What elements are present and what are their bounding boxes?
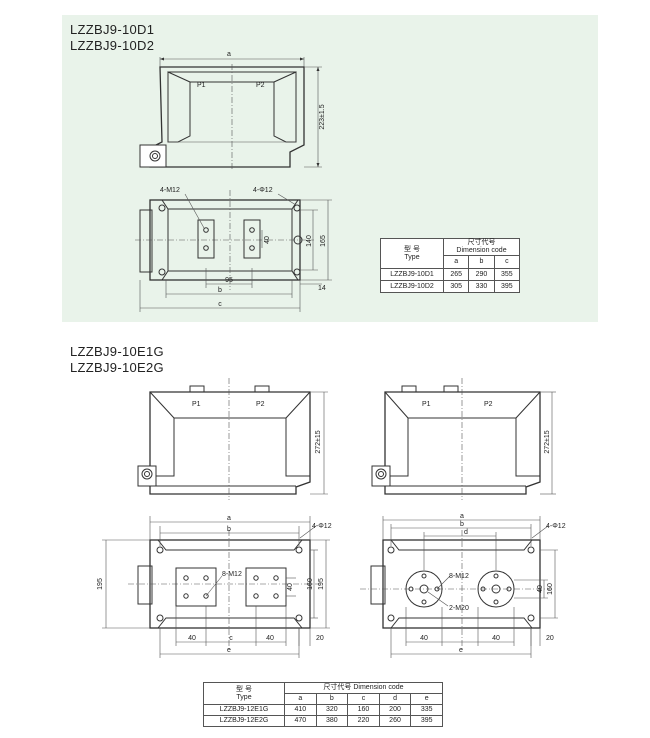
- dim-20-e2g: 20: [546, 635, 554, 642]
- dim-195-v-e1g: 195: [318, 578, 325, 590]
- bolt-label-e2g: 8-M12: [449, 573, 469, 580]
- dim-20-e1g: 20: [316, 635, 324, 642]
- dim-height-272-right: 272±15: [544, 430, 551, 453]
- p1-label: P1: [197, 82, 206, 89]
- dim-a-e2g: a: [460, 513, 464, 520]
- table2-type-cn: 型 号: [236, 685, 252, 693]
- p1-label-e2g: P1: [422, 401, 431, 408]
- hole-label-e2g: 4-Φ12: [546, 523, 566, 530]
- title-10d2: LZZBJ9-10D2: [70, 38, 155, 53]
- top-view-e1g: a b 4-Φ12 8-M12 40 c 40 20 e 195 40: [97, 515, 332, 658]
- dim-40-left-e1g: 40: [188, 635, 196, 642]
- front-view-10d: a P1 P2 223±1.5: [139, 51, 326, 170]
- dim-40-v-e2g: 40: [537, 585, 544, 593]
- dim-e-e1g: e: [227, 647, 231, 654]
- dim-b-e1g: b: [227, 526, 231, 533]
- p1-label-e1g: P1: [192, 401, 201, 408]
- dim-d-e2g: d: [464, 529, 468, 536]
- bolt-label-4m12: 4-M12: [160, 187, 180, 194]
- dim-a-e1g: a: [227, 515, 231, 522]
- top-view-10d: 4-M12 4-Φ12 b 95 c 140 165 40 14: [135, 187, 332, 312]
- p2-label-e1g: P2: [256, 401, 265, 408]
- hole-label-e1g: 4-Φ12: [312, 523, 332, 530]
- stud-label-e2g: 2-M20: [449, 605, 469, 612]
- dim-140-label: 140: [306, 235, 313, 247]
- title-e2g: LZZBJ9-10E2G: [70, 360, 164, 375]
- p2-label-e2g: P2: [484, 401, 493, 408]
- dim-height-272-left: 272±15: [315, 430, 322, 453]
- dim-b-label: b: [218, 287, 222, 294]
- dim-14-label: 14: [318, 285, 326, 292]
- p2-label: P2: [256, 82, 265, 89]
- dim-40-right-e1g: 40: [266, 635, 274, 642]
- top-view-e2g: a b d 4-Φ12 8-M12 2-M20 40 40 20 e 40: [360, 513, 566, 658]
- table-row: LZZBJ9-12E1G 410 320 160 200 335: [203, 704, 443, 716]
- table-row: LZZBJ9-10D1 265 290 355: [380, 268, 521, 281]
- table2-type-en: Type: [236, 693, 252, 701]
- dimension-table-e: 型 号 Type 尺寸代号 Dimension code a b c d e L…: [203, 682, 443, 727]
- table-dim-cn: 尺寸代号: [467, 239, 496, 246]
- col-c: c: [493, 255, 521, 269]
- col-b: b: [468, 255, 495, 269]
- dim-c-e1g: c: [229, 635, 233, 642]
- front-view-e1g: P1 P2 272±15: [137, 378, 328, 500]
- col-a: a: [442, 255, 470, 269]
- dim-160-e1g: 160: [307, 578, 314, 590]
- dim-165-label: 165: [320, 235, 327, 247]
- table-row: LZZBJ9-10D2 305 330 395: [380, 280, 521, 293]
- dim-a-label: a: [227, 51, 231, 58]
- dim-b-e2g: b: [460, 521, 464, 528]
- table-type-cn: 型 号: [404, 245, 420, 253]
- dim-40-label: 40: [264, 236, 271, 244]
- front-view-e2g: P1 P2 272±15: [371, 378, 556, 500]
- dim-95-label: 95: [225, 277, 233, 284]
- dim-40-left-e2g: 40: [420, 635, 428, 642]
- title-e1g: LZZBJ9-10E1G: [70, 344, 164, 359]
- table-row: LZZBJ9-12E2G 470 380 220 260 395: [203, 715, 443, 727]
- hole-label-4phi12: 4-Φ12: [253, 187, 273, 194]
- dimension-table-10d: 型 号 Type 尺寸代号 Dimension code a b c LZZBJ…: [380, 238, 521, 293]
- dim-160-e2g: 160: [547, 583, 554, 595]
- dim-e-e2g: e: [459, 647, 463, 654]
- dim-height-223: 223±1.5: [319, 104, 326, 129]
- dim-40-right-e2g: 40: [492, 635, 500, 642]
- title-10d1: LZZBJ9-10D1: [70, 22, 155, 37]
- dim-195-e1g: 195: [97, 578, 104, 590]
- dim-40-v-e1g: 40: [287, 583, 294, 591]
- table2-dim-label: 尺寸代号 Dimension code: [284, 682, 443, 694]
- table-type-en: Type: [404, 253, 420, 261]
- table-dim-en: Dimension code: [456, 247, 507, 254]
- bolt-label-e1g: 8-M12: [222, 571, 242, 578]
- dim-c-label: c: [218, 301, 222, 308]
